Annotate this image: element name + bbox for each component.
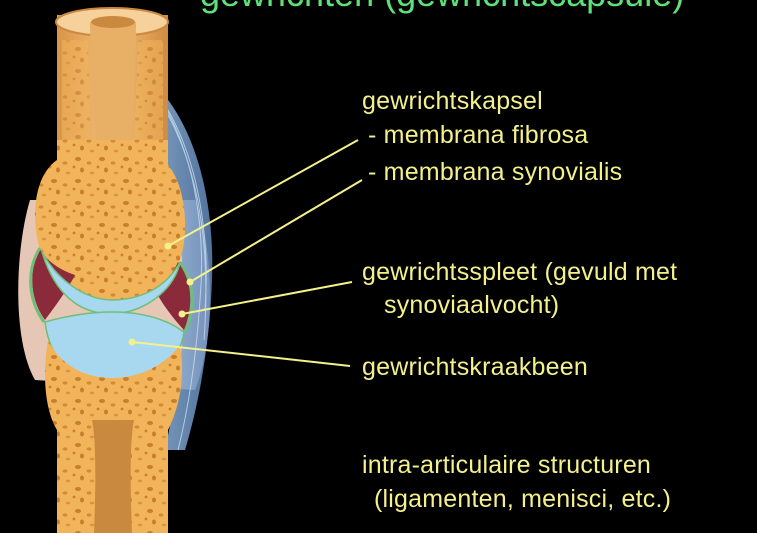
leader-dot-fibrosa (164, 242, 172, 250)
slide-title-fragment: gewrichten (gewrichtscapsule) (200, 0, 684, 14)
label-intra-articular-line1: intra-articulaire structuren (362, 451, 652, 479)
leader-line-synovialis (189, 179, 363, 283)
leader-dot-joint-space (178, 310, 186, 318)
leader-line-joint-space (181, 281, 353, 315)
label-joint-space-line2: synoviaalvocht) (384, 291, 560, 319)
label-intra-articular-line2: (ligamenten, menisci, etc.) (374, 485, 672, 513)
label-capsule: gewrichtskapsel (362, 87, 543, 115)
label-joint-space-line1: gewrichtsspleet (gevuld met (362, 258, 678, 286)
synovial-membrane-outline (29, 247, 194, 333)
leader-dot-synovialis (186, 278, 194, 286)
label-membrana-synovialis: - membrana synovialis (368, 158, 623, 186)
leader-line-fibrosa (167, 139, 359, 247)
medullary-cavity-lower (92, 420, 134, 533)
label-cartilage: gewrichtskraakbeen (362, 353, 588, 381)
label-membrana-fibrosa: - membrana fibrosa (368, 121, 589, 149)
joint-space-left (32, 250, 75, 320)
leader-dot-cartilage (128, 338, 136, 346)
leader-lines (131, 139, 363, 367)
leader-line-cartilage (131, 341, 351, 367)
